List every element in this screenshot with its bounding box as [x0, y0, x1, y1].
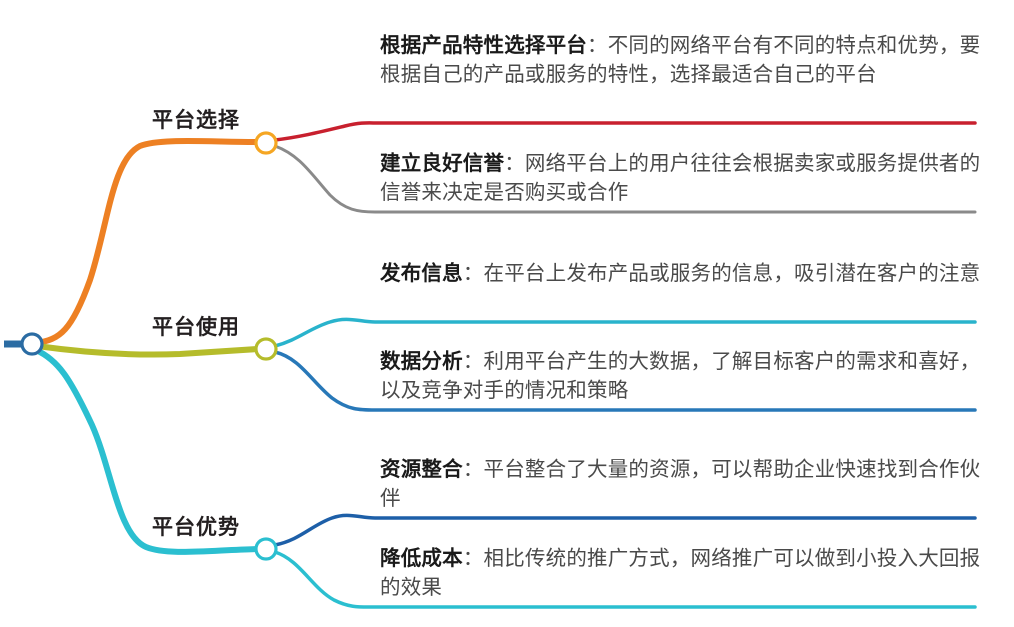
leaf-title-reputation: 建立良好信誉 — [380, 152, 505, 175]
leaf-title-resource-integration: 资源整合 — [380, 458, 463, 481]
leaf-connector-reputation — [273, 144, 977, 214]
branch-node-platform-selection[interactable] — [254, 131, 278, 155]
leaf-text-resource-integration[interactable]: 资源整合：平台整合了大量的资源，可以帮助企业快速找到合作伙伴 — [380, 456, 988, 513]
leaf-connector-cost-reduction — [273, 550, 977, 609]
leaf-text-product-platform[interactable]: 根据产品特性选择平台：不同的网络平台有不同的特点和优势，要根据自己的产品或服务的… — [380, 32, 988, 89]
branch-label-platform-advantage[interactable]: 平台优势 — [152, 516, 240, 539]
trunk-to-platform-advantage — [33, 347, 261, 555]
leaf-separator: ： — [462, 350, 484, 373]
root-node-circle[interactable] — [20, 332, 44, 356]
leaf-connector-publish-info — [273, 317, 977, 348]
leaf-text-publish-info[interactable]: 发布信息：在平台上发布产品或服务的信息，吸引潜在客户的注意 — [380, 260, 988, 289]
leaf-title-cost-reduction: 降低成本 — [380, 547, 463, 570]
trunk-to-platform-usage — [34, 343, 261, 358]
leaf-separator: ： — [462, 458, 484, 481]
branch-node-platform-advantage[interactable] — [254, 537, 278, 561]
leaf-body-reputation: 网络平台上的用户往往会根据卖家或服务提供者的信誉来决定是否购买或合作 — [380, 152, 981, 204]
leaf-title-publish-info: 发布信息 — [380, 262, 463, 285]
branch-label-platform-usage[interactable]: 平台使用 — [152, 316, 240, 339]
leaf-text-cost-reduction[interactable]: 降低成本：相比传统的推广方式，网络推广可以做到小投入大回报的效果 — [380, 545, 988, 602]
leaf-separator: ： — [587, 34, 608, 57]
leaf-title-product-platform: 根据产品特性选择平台 — [380, 34, 587, 57]
leaf-connector-product-platform — [273, 121, 977, 142]
leaf-separator: ： — [462, 262, 484, 285]
leaf-body-product-platform: 不同的网络平台有不同的特点和优势，要根据自己的产品或服务的特性，选择最适合自己的… — [380, 34, 981, 86]
leaf-connector-resource-integration — [273, 513, 977, 547]
leaf-connector-data-analysis — [273, 350, 977, 412]
leaf-title-data-analysis: 数据分析 — [380, 350, 463, 373]
branch-label-platform-selection[interactable]: 平台选择 — [152, 109, 240, 132]
leaf-body-resource-integration: 平台整合了大量的资源，可以帮助企业快速找到合作伙伴 — [380, 458, 981, 510]
leaf-body-cost-reduction: 相比传统的推广方式，网络推广可以做到小投入大回报的效果 — [380, 547, 981, 599]
trunk-to-platform-selection — [33, 138, 261, 346]
leaf-body-data-analysis: 利用平台产生的大数据，了解目标客户的需求和喜好，以及竞争对手的情况和策略 — [380, 350, 981, 402]
leaf-text-reputation[interactable]: 建立良好信誉：网络平台上的用户往往会根据卖家或服务提供者的信誉来决定是否购买或合… — [380, 150, 988, 207]
leaf-text-data-analysis[interactable]: 数据分析：利用平台产生的大数据，了解目标客户的需求和喜好，以及竞争对手的情况和策… — [380, 348, 988, 405]
branch-node-platform-usage[interactable] — [254, 337, 278, 361]
leaf-body-publish-info: 在平台上发布产品或服务的信息，吸引潜在客户的注意 — [483, 262, 981, 285]
leaf-separator: ： — [504, 152, 525, 175]
leaf-separator: ： — [462, 547, 484, 570]
